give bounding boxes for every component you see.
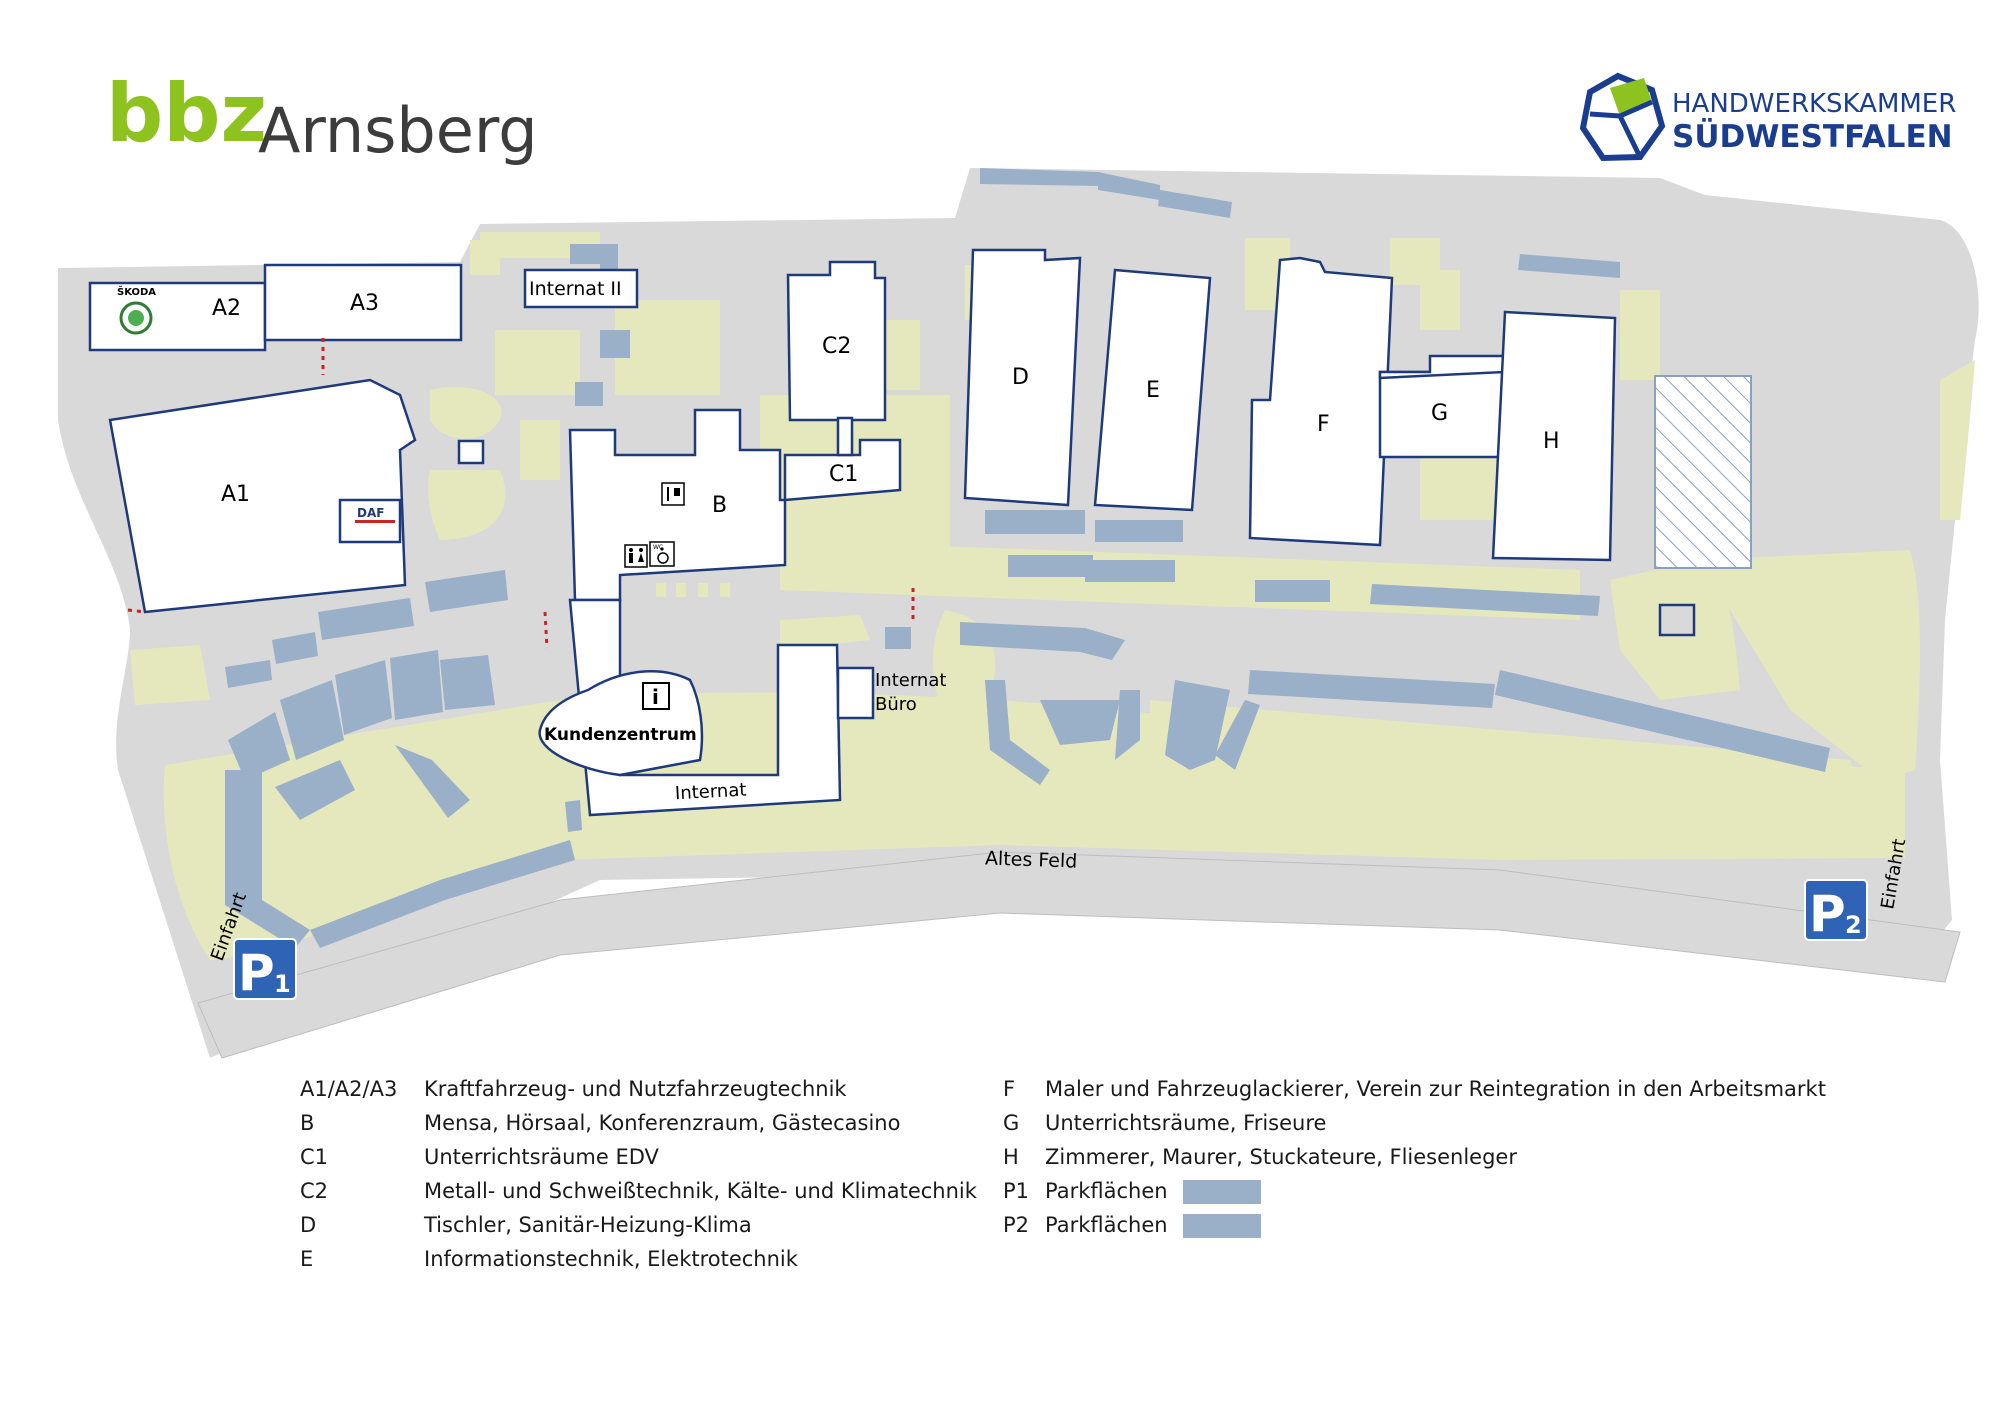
building-h — [1491, 310, 1617, 562]
skoda-logo-icon: ŠKODA — [117, 285, 156, 335]
legend-desc: Tischler, Sanitär-Heizung-Klima — [424, 1213, 752, 1237]
building-labels: A2 A3 A1 Internat II C2 B C1 D E F G H K… — [212, 278, 1560, 804]
parking-swatch — [1183, 1214, 1261, 1238]
b-markers — [656, 583, 730, 597]
p2-letter: P — [1809, 885, 1846, 943]
building-f — [1248, 256, 1394, 547]
building-a2 — [88, 281, 267, 352]
legend-row-a: A1/A2/A3 Kraftfahrzeug- und Nutzfahrzeug… — [300, 1072, 980, 1106]
legend-code: C1 — [300, 1145, 329, 1169]
bbz-logo: bbz Arnsberg — [106, 67, 538, 167]
hwk-name-line2: SÜDWESTFALEN — [1672, 118, 1953, 155]
label-internat-buero-2: Büro — [875, 694, 917, 715]
legend-code: P1 — [1003, 1179, 1030, 1203]
label-internat-ii: Internat II — [529, 278, 622, 300]
legend-row-c1: C1 Unterrichtsräume EDV — [300, 1140, 980, 1174]
parking-swatch — [1183, 1180, 1261, 1204]
parking-areas — [225, 168, 1830, 948]
p1-letter: P — [238, 944, 275, 1002]
dashed-connectors — [127, 338, 915, 649]
small-square-a — [457, 439, 485, 465]
label-street: Altes Feld — [985, 847, 1078, 872]
building-a3 — [263, 263, 463, 342]
hatched-area — [1654, 375, 1752, 569]
building-d — [963, 248, 1082, 507]
legend-left: A1/A2/A3 Kraftfahrzeug- und Nutzfahrzeug… — [300, 1072, 980, 1276]
building-internat — [568, 598, 842, 817]
label-c2: C2 — [822, 334, 851, 359]
wc-text: WC — [653, 544, 663, 551]
label-f: F — [1317, 412, 1330, 437]
legend-row-p2: P2 Parkflächen — [1003, 1208, 1903, 1242]
hwk-emblem-icon — [1579, 72, 1666, 162]
legend-row-d: D Tischler, Sanitär-Heizung-Klima — [300, 1208, 980, 1242]
label-b: B — [712, 493, 727, 518]
label-kundenzentrum: Kundenzentrum — [544, 725, 697, 745]
p1-number: 1 — [274, 970, 291, 998]
legend-desc: Parkflächen — [1045, 1213, 1168, 1237]
daf-text: DAF — [357, 506, 384, 520]
legend-desc: Unterrichtsräume EDV — [424, 1145, 659, 1169]
building-internat-buero — [836, 666, 875, 720]
legend-code: D — [300, 1213, 317, 1237]
building-e — [1093, 268, 1212, 512]
legend-right: F Maler und Fahrzeuglackierer, Verein zu… — [1003, 1072, 1903, 1242]
legend-code: H — [1003, 1145, 1019, 1169]
legend-row-p1: P1 Parkflächen — [1003, 1174, 1903, 1208]
small-square-right — [1658, 603, 1696, 637]
label-internat-buero-1: Internat — [875, 670, 946, 691]
skoda-text: ŠKODA — [117, 285, 156, 298]
label-e: E — [1146, 378, 1160, 403]
hwk-logo: HANDWERKSKAMMER SÜDWESTFALEN — [1579, 72, 1956, 162]
info-glyph: i — [652, 685, 659, 709]
label-internat: Internat — [674, 780, 746, 805]
bbz-logo-name: Arnsberg — [258, 94, 538, 167]
building-c2 — [786, 260, 887, 422]
legend-row-f: F Maler und Fahrzeuglackierer, Verein zu… — [1003, 1072, 1903, 1106]
legend-row-g: G Unterrichtsräume, Friseure — [1003, 1106, 1903, 1140]
legend-desc: Unterrichtsräume, Friseure — [1045, 1111, 1327, 1135]
legend-row-e: E Informationstechnik, Elektrotechnik — [300, 1242, 980, 1276]
label-a1: A1 — [221, 482, 250, 507]
legend-code: P2 — [1003, 1213, 1030, 1237]
info-icon: i — [642, 682, 670, 710]
legend-row-h: H Zimmerer, Maurer, Stuckateure, Fliesen… — [1003, 1140, 1903, 1174]
label-c1: C1 — [829, 462, 858, 487]
legend-desc: Mensa, Hörsaal, Konferenzraum, Gästecasi… — [424, 1111, 901, 1135]
legend-desc: Informationstechnik, Elektrotechnik — [424, 1247, 798, 1271]
label-h: H — [1543, 429, 1560, 454]
legend-desc: Kraftfahrzeug- und Nutzfahrzeugtechnik — [424, 1077, 847, 1101]
daf-logo-icon: DAF — [355, 506, 395, 523]
legend-row-c2: C2 Metall- und Schweißtechnik, Kälte- un… — [300, 1174, 980, 1208]
building-c1-link — [836, 416, 854, 457]
legend-code: C2 — [300, 1179, 329, 1203]
building-internat-ii — [523, 268, 639, 309]
legend-row-b: B Mensa, Hörsaal, Konferenzraum, Gästeca… — [300, 1106, 980, 1140]
legend-desc: Zimmerer, Maurer, Stuckateure, Fliesenle… — [1045, 1145, 1517, 1169]
legend-code: F — [1003, 1077, 1016, 1101]
legend-code: B — [300, 1111, 315, 1135]
p2-number: 2 — [1845, 911, 1862, 939]
label-a2: A2 — [212, 296, 241, 321]
wc-icon — [624, 544, 648, 568]
hwk-name-line1: HANDWERKSKAMMER — [1672, 89, 1956, 119]
street-altes-feld — [197, 851, 1961, 1059]
legend-code: G — [1003, 1111, 1020, 1135]
parking-sign-p2: P 2 — [1804, 879, 1868, 943]
label-a3: A3 — [350, 291, 379, 316]
building-a1 — [108, 378, 417, 614]
building-c1 — [783, 438, 902, 502]
legend-code: A1/A2/A3 — [300, 1077, 398, 1101]
bbz-logo-bold: bbz — [106, 67, 267, 160]
legend-code: E — [300, 1247, 314, 1271]
legend-desc: Metall- und Schweißtechnik, Kälte- und K… — [424, 1179, 977, 1203]
label-d: D — [1012, 365, 1029, 390]
label-g: G — [1431, 401, 1448, 426]
legend-desc: Maler und Fahrzeuglackierer, Verein zur … — [1045, 1077, 1826, 1101]
legend-desc: Parkflächen — [1045, 1179, 1168, 1203]
accessible-wc-icon: WC — [649, 541, 675, 567]
restaurant-icon — [661, 482, 685, 506]
parking-sign-p1: P 1 — [233, 938, 297, 1002]
